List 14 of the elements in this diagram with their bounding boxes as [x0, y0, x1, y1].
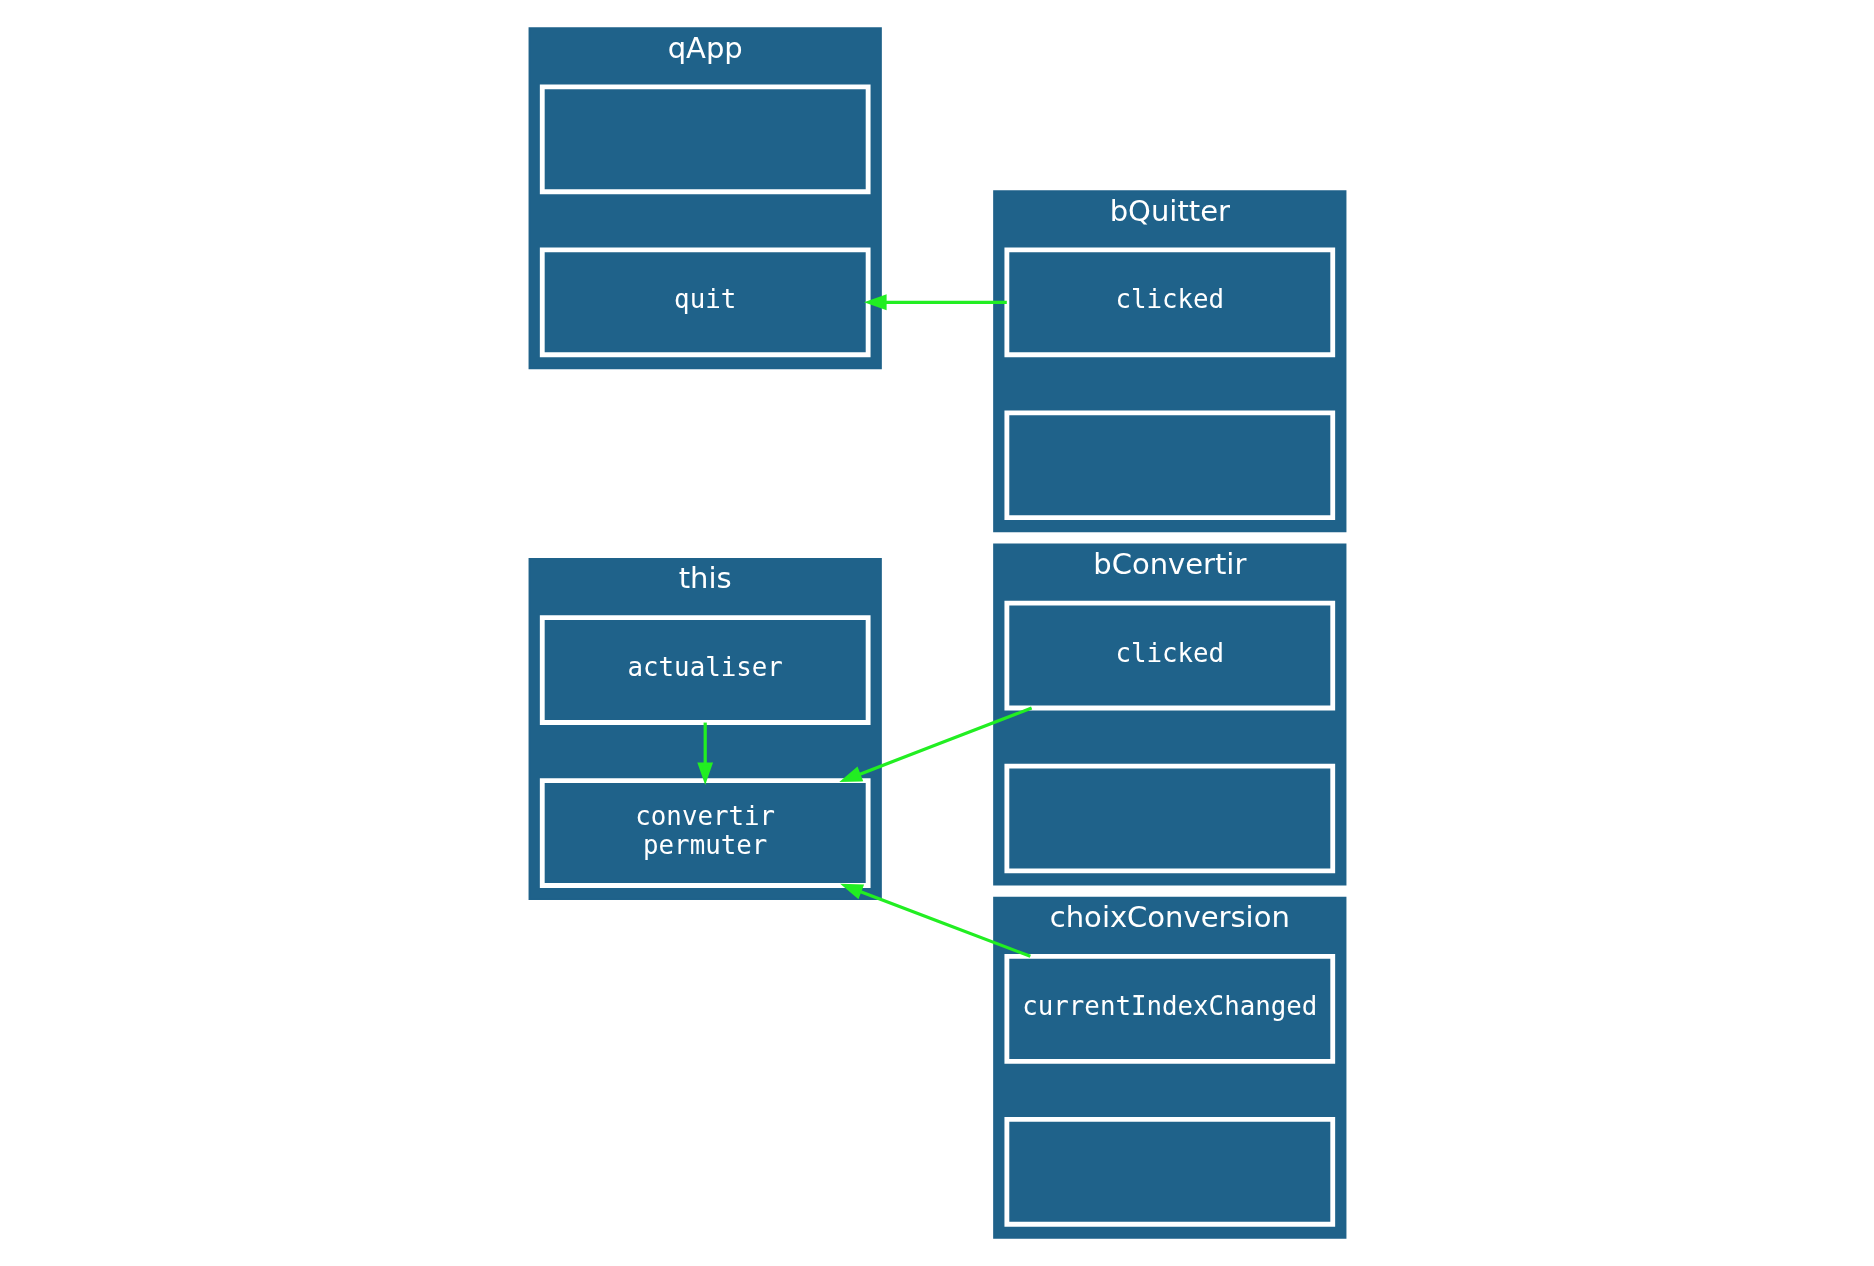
- node-box: [1003, 763, 1335, 874]
- node-box: [1003, 410, 1335, 521]
- node-box: currentIndexChanged: [1003, 954, 1335, 1064]
- arrow: [696, 722, 713, 786]
- node-box: clicked: [1003, 600, 1335, 711]
- node-box: clicked: [1003, 247, 1335, 358]
- arrow: [838, 706, 1032, 783]
- node-box: [539, 84, 871, 195]
- node-box: actualiser: [539, 615, 871, 725]
- node-box: [1003, 1116, 1335, 1227]
- node-box: quit: [539, 247, 871, 358]
- arrow: [839, 883, 1031, 958]
- arrow: [863, 294, 1007, 311]
- node-box: convertir permuter: [539, 778, 871, 888]
